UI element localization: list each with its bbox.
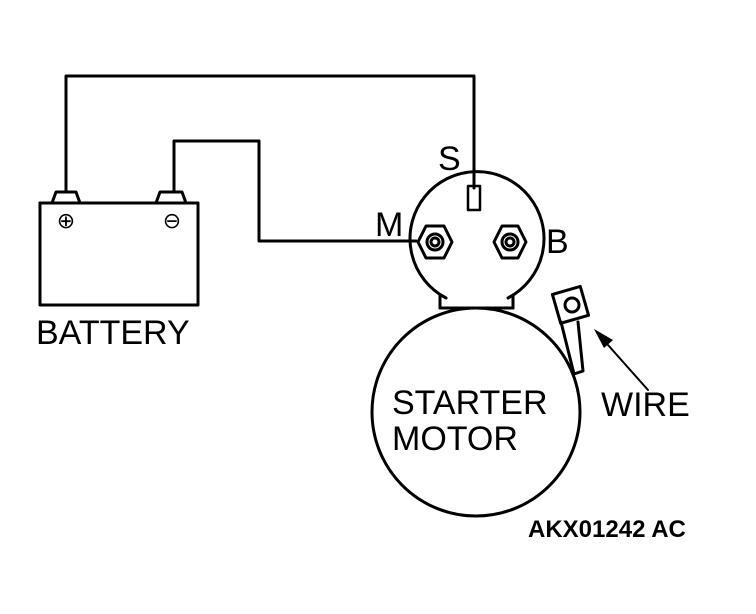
battery-body: [38, 201, 200, 307]
battery-positive-post: [38, 190, 82, 205]
solenoid-body: [408, 170, 546, 300]
solenoid: [408, 170, 546, 300]
battery: [38, 190, 200, 307]
m-terminal-nut: [416, 224, 454, 260]
battery-label: BATTERY: [36, 314, 190, 352]
starter-label-line2: MOTOR: [392, 420, 518, 458]
figure-code: AKX01242 AC: [528, 516, 686, 543]
wire-pointer-arrowhead: [594, 329, 613, 348]
wire-label: WIRE: [601, 386, 690, 424]
starter-label-line1: STARTER: [392, 384, 548, 422]
wire-battery-negative-to-m: [172, 139, 418, 243]
wire-battery-positive-to-s: [64, 74, 476, 194]
starter-motor: [370, 293, 582, 518]
wire-connector-lug: [550, 284, 591, 376]
battery-negative-post: [154, 190, 200, 205]
s-terminal: [466, 184, 482, 212]
b-terminal-nut: [492, 224, 528, 260]
terminal-m-label: M: [375, 206, 403, 244]
wire-pointer-arrow: [599, 335, 649, 391]
positive-terminal-symbol: ⊕: [57, 209, 75, 234]
terminal-s-label: S: [438, 140, 461, 178]
terminal-b-label: B: [546, 223, 569, 261]
wire-lug-plate: [550, 284, 591, 325]
negative-terminal-symbol: ⊖: [163, 209, 181, 234]
